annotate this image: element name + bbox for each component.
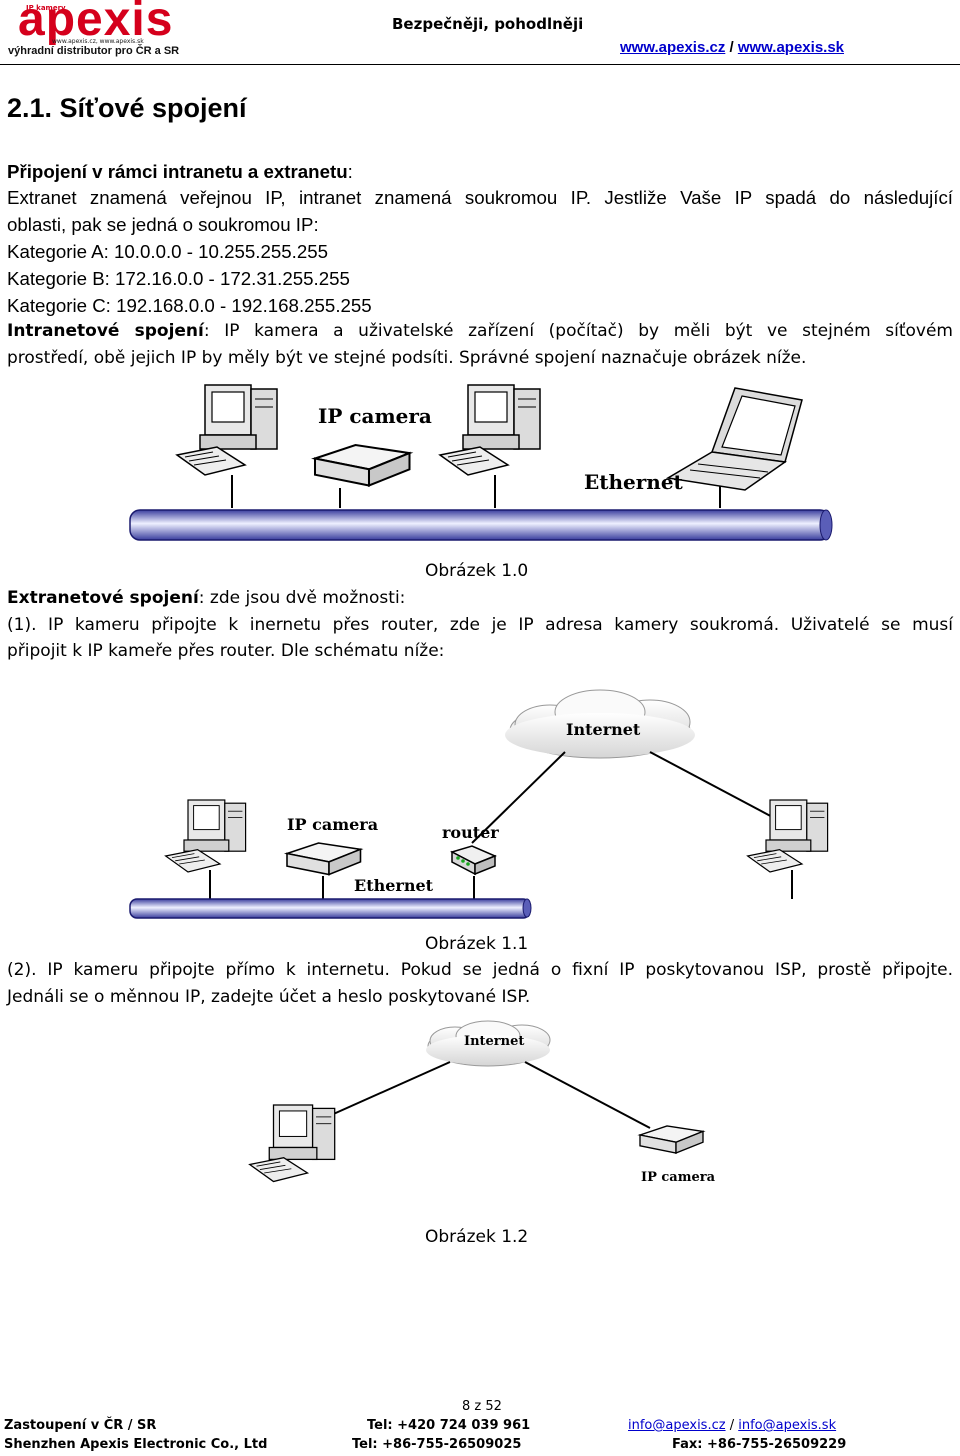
footer-company: Shenzhen Apexis Electronic Co., Ltd [4,1437,268,1452]
intro-heading-colon: : [347,161,353,182]
intro-heading-line: Připojení v rámci intranetu a extranetu: [7,161,353,183]
logo-wordmark: apexis [18,0,174,46]
email-sk-link[interactable]: info@apexis.sk [738,1418,837,1433]
internet-cloud [426,1020,551,1067]
router-icon [450,845,497,876]
footer-tel-cn: Tel: +86-755-26509025 [352,1437,522,1452]
option2-line-2: Jednáli se o měnnou IP, zadejte účet a h… [7,987,531,1007]
footer-tel-cz: Tel: +420 724 039 961 [367,1418,531,1433]
section-title: 2.1. Síťové spojení [7,93,247,123]
figure1-ethernet-label: Ethernet [584,470,683,494]
logo-tiny-text: IP kamery [26,4,66,12]
figure3-camera-label: IP camera [641,1170,716,1185]
header-divider [0,64,960,65]
header-slogan: Bezpečněji, pohodlněji [392,15,584,33]
extranet-rest: : zde jsou dvě možnosti: [198,588,406,608]
footer-fax-cn: Fax: +86-755-26509229 [672,1437,847,1452]
figure2-router-label: router [442,823,499,842]
figure2-caption: Obrázek 1.1 [425,934,529,954]
internet-cloud [505,689,695,759]
intro-heading: Připojení v rámci intranetu a extranetu [7,161,348,182]
camera-icon [639,1125,704,1154]
header-links: www.apexis.cz / www.apexis.sk [620,39,844,56]
laptop-icon [665,387,803,491]
logo-web-text: www.apexis.cz, www.apexis.sk [52,38,144,45]
apexis-logo: IP kamery apexis www.apexis.cz, www.apex… [8,0,238,60]
figure1-caption: Obrázek 1.0 [425,561,529,581]
intranet-line-2: prostředí, obě jejich IP by měly být ve … [7,348,807,368]
logo-tagline: výhradní distributor pro ČR a SR [8,45,180,57]
email-separator: / [725,1418,739,1433]
extranet-line: Extranetové spojení: zde jsou dvě možnos… [7,588,405,608]
option1-line-2: připojit k IP kameře přes router. Dle sc… [7,641,445,661]
link-apexis-sk[interactable]: www.apexis.sk [737,39,845,56]
category-a: Kategorie A: 10.0.0.0 - 10.255.255.255 [7,241,329,262]
intranet-line-1-text: : IP kamera a uživatelské zařízení (počí… [203,321,953,341]
footer-emails: info@apexis.cz / info@apexis.sk [628,1418,836,1433]
figure1-diagram [129,384,833,541]
figure2-ethernet-label: Ethernet [354,876,434,895]
figure2-camera-label: IP camera [287,815,379,834]
intro-line-2: oblasti, pak se jedná o soukromou IP: [7,214,319,235]
category-c: Kategorie C: 192.168.0.0 - 192.168.255.2… [7,295,372,316]
intranet-line-1: Intranetové spojení: IP kamera a uživate… [7,321,953,341]
footer-rep: Zastoupení v ČR / SR [4,1418,157,1433]
figure3-caption: Obrázek 1.2 [425,1227,529,1247]
option2-line-1: (2). IP kameru připojte přímo k internet… [7,960,953,980]
intro-line-1: Extranet znamená veřejnou IP, intranet z… [7,187,953,208]
extranet-heading: Extranetové spojení [7,588,199,608]
option1-line-1: (1). IP kameru připojte k inernetu přes … [7,615,953,635]
figure1-camera-label: IP camera [318,404,432,428]
link-separator: / [725,39,738,56]
intranet-heading: Intranetové spojení [7,321,204,341]
link-apexis-cz[interactable]: www.apexis.cz [620,39,726,56]
figure3-internet-label: Internet [464,1034,525,1049]
pc-icon [249,1104,336,1183]
email-cz-link[interactable]: info@apexis.cz [628,1418,726,1433]
page-number: 8 z 52 [462,1399,502,1414]
figure2-internet-label: Internet [566,720,641,739]
category-b: Kategorie B: 172.16.0.0 - 172.31.255.255 [7,268,350,289]
